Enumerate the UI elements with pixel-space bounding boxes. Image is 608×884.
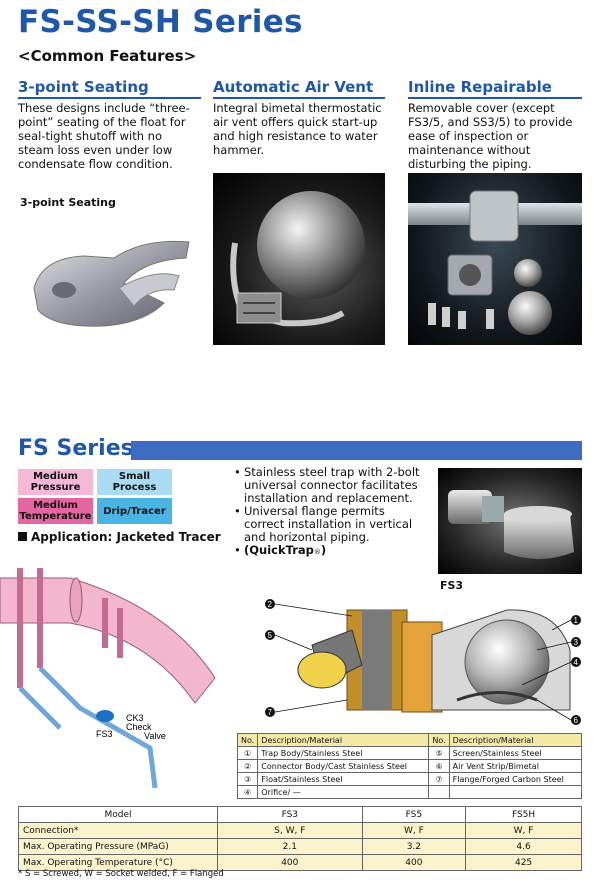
- callout-5: 5: [268, 631, 273, 640]
- table-cell: Float/Stainless Steel: [257, 772, 430, 786]
- quicktrap-name: (QuickTrap: [244, 543, 314, 557]
- feature-heading-airvent: Automatic Air Vent: [213, 78, 374, 96]
- quicktrap-close: ): [320, 543, 327, 557]
- table-cell: Connection*: [18, 822, 218, 839]
- table-cell: ⑤: [428, 746, 450, 760]
- table-cell: Air Vent Strip/Bimetal: [448, 759, 583, 773]
- table-cell: W, F: [361, 822, 467, 839]
- fs-bullet-2: Universal flange permits correct install…: [234, 505, 424, 544]
- fs-series-heading: FS Series: [18, 436, 134, 461]
- table-row: Connection* S, W, F W, F W, F: [18, 822, 582, 839]
- table-cell: Connector Body/Cast Stainless Steel: [257, 759, 430, 773]
- table-cell: W, F: [465, 822, 582, 839]
- table-cell: [448, 785, 583, 799]
- parts-header-no: No.: [428, 733, 450, 747]
- feature-heading-seating: 3-point Seating: [18, 78, 149, 96]
- feature-rule: [213, 97, 385, 99]
- table-cell: 400: [361, 854, 467, 871]
- fs-series-bar: [131, 441, 582, 460]
- page-title: FS-SS-SH Series: [18, 4, 303, 40]
- badge-drip-tracer: Drip/Tracer: [97, 498, 172, 524]
- table-row: ④ Orifice/ —: [236, 785, 583, 799]
- badge-small-process: Small Process: [97, 469, 172, 495]
- table-row: Max. Operating Pressure (MPaG) 2.1 3.2 4…: [18, 838, 582, 855]
- table-cell: [428, 785, 450, 799]
- diagram-label-valve: Valve: [144, 731, 166, 741]
- seating-caption: 3-point Seating: [20, 196, 116, 209]
- diagram-label-check: Check: [126, 722, 152, 732]
- parts-table: No. Description/Material No. Description…: [236, 733, 583, 799]
- badge-medium-temperature: Medium Temperature: [18, 498, 93, 524]
- spec-header-fs5h: FS5H: [465, 806, 582, 823]
- table-row: Max. Operating Temperature (°C) 400 400 …: [18, 854, 582, 871]
- application-line: Application: Jacketed Tracer: [18, 530, 221, 544]
- table-cell: ②: [236, 759, 259, 773]
- feature-heading-repairable: Inline Repairable: [408, 78, 552, 96]
- table-cell: ①: [236, 746, 259, 760]
- parts-table-header: No. Description/Material No. Description…: [236, 733, 583, 747]
- table-cell: Orifice/ —: [257, 785, 430, 799]
- air-vent-image: [213, 173, 385, 345]
- badge-medium-pressure: Medium Pressure: [18, 469, 93, 495]
- seating-float-image: [33, 240, 190, 327]
- feature-rule: [18, 97, 201, 99]
- spec-table-header: Model FS3 FS5 FS5H: [18, 806, 582, 823]
- callout-2: 2: [268, 600, 273, 609]
- table-cell: Trap Body/Stainless Steel: [257, 746, 430, 760]
- table-cell: 4.6: [465, 838, 582, 855]
- feature-text-repairable: Removable cover (except FS3/5, and SS3/5…: [408, 101, 573, 171]
- table-cell: Max. Operating Temperature (°C): [18, 854, 218, 871]
- parts-header-no: No.: [236, 733, 259, 747]
- footnote: * S = Screwed, W = Socket welded, F = Fl…: [18, 869, 224, 879]
- callout-4: 4: [574, 658, 579, 667]
- application-text: Application: Jacketed Tracer: [31, 530, 221, 544]
- table-row: ① Trap Body/Stainless Steel ⑤ Screen/Sta…: [236, 746, 583, 760]
- table-row: ③ Float/Stainless Steel ⑦ Flange/Forged …: [236, 772, 583, 786]
- table-cell: Max. Operating Pressure (MPaG): [18, 838, 218, 855]
- spec-header-model: Model: [18, 806, 218, 823]
- feature-text-airvent: Integral bimetal thermostatic air vent o…: [213, 101, 382, 157]
- diagram-label-ck3: CK3: [126, 713, 144, 723]
- fs-bullet-1: Stainless steel trap with 2-bolt univers…: [234, 466, 424, 505]
- quicktrap-line: (QuickTrap®): [234, 544, 424, 559]
- table-cell: 2.1: [217, 838, 363, 855]
- table-cell: 400: [217, 854, 363, 871]
- feature-text-seating: These designs include “three-point” seat…: [18, 101, 190, 171]
- callout-7: 7: [268, 708, 273, 717]
- spec-header-fs5: FS5: [361, 806, 467, 823]
- table-cell: ④: [236, 785, 259, 799]
- quicktrap-mark: ®: [313, 548, 321, 556]
- feature-rule: [408, 97, 582, 99]
- disassembled-trap-image: [408, 173, 582, 345]
- jacketed-tracer-diagram: FS3 CK3 Check Valve: [0, 568, 216, 788]
- callout-1: 1: [574, 616, 579, 625]
- table-cell: Flange/Forged Carbon Steel: [448, 772, 583, 786]
- parts-header-desc: Description/Material: [257, 733, 430, 747]
- spec-table: Model FS3 FS5 FS5H Connection* S, W, F W…: [18, 806, 582, 871]
- spec-header-fs3: FS3: [217, 806, 363, 823]
- square-bullet-icon: [18, 532, 27, 541]
- callout-3: 3: [574, 638, 579, 647]
- table-cell: Screen/Stainless Steel: [448, 746, 583, 760]
- fs3-cutaway-diagram: 2 5 7 1 3 4 6: [265, 599, 581, 725]
- table-cell: 3.2: [361, 838, 467, 855]
- parts-header-desc: Description/Material: [448, 733, 583, 747]
- callout-6: 6: [574, 716, 579, 725]
- diagram-label-fs3: FS3: [96, 729, 113, 739]
- table-cell: ③: [236, 772, 259, 786]
- common-features-heading: <Common Features>: [18, 47, 197, 65]
- fs3-product-label: FS3: [440, 579, 464, 592]
- table-cell: S, W, F: [217, 822, 363, 839]
- fs-bullet-list: Stainless steel trap with 2-bolt univers…: [234, 466, 424, 559]
- table-row: ② Connector Body/Cast Stainless Steel ⑥ …: [236, 759, 583, 773]
- table-cell: 425: [465, 854, 582, 871]
- fs3-product-image: [438, 468, 582, 574]
- table-cell: ⑦: [428, 772, 450, 786]
- table-cell: ⑥: [428, 759, 450, 773]
